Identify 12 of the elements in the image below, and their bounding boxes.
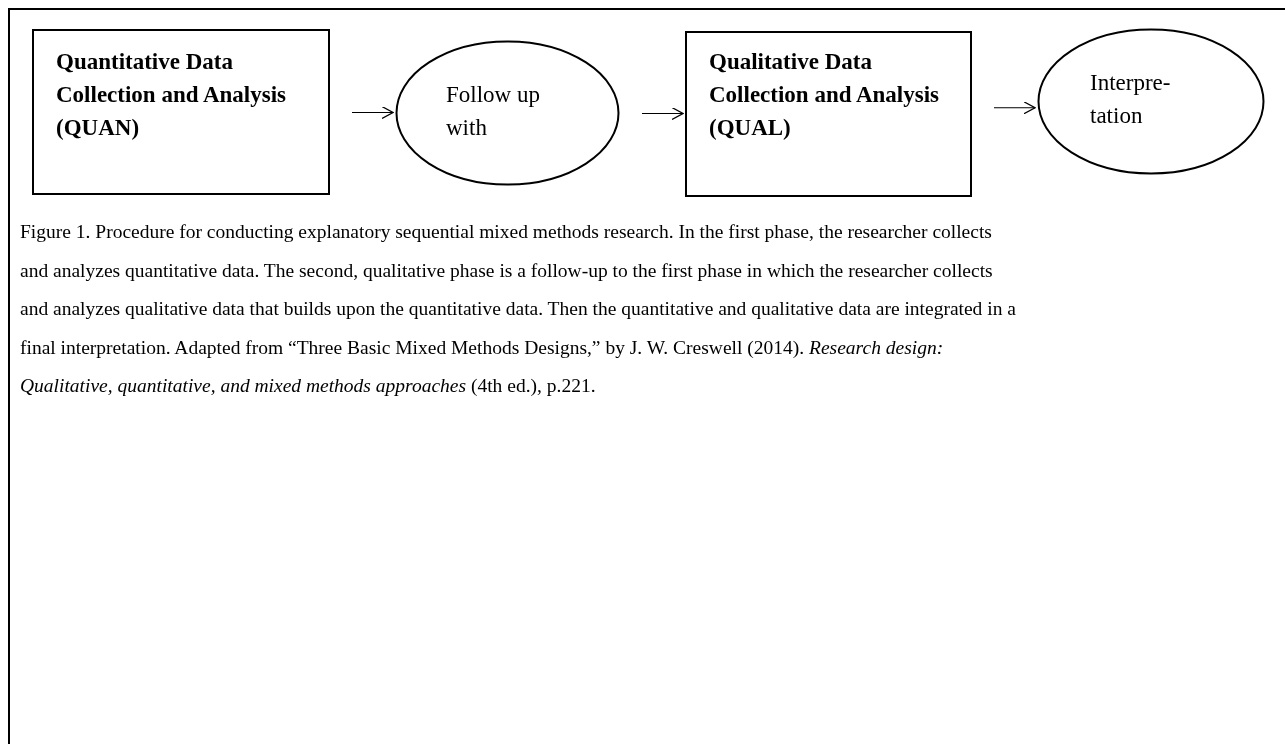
node-label: Follow up with [446,81,541,142]
arrow [993,101,1036,115]
node-label: Interpre- tation [1090,69,1172,130]
process-ellipse [395,40,620,186]
process-ellipse [1037,28,1265,175]
process-box [32,29,330,195]
arrow [641,106,684,121]
process-box [685,31,972,197]
node-label: Quantitative Data Collection and Analysis (QUAN) [56,48,288,142]
figure-caption: Figure 1. Procedure for conducting explanatory sequential mixed methods research. In the first phase, the researcher collects and analyzes quantitative data. The second, qualitative phase is a follow-up to the first phase in which the researcher collects and analyzes qualitative data that builds upon the quantitative data. Then the quantitative and qualitative data are integrated in a final interpretation. Adapted from “Three Basic Mixed Methods Designs,” by J. W. Creswell (2014). Research design: Qualitative, quantitative, and mixed methods approaches (4th ed.), p.221. [20,220,1017,398]
node-label: Qualitative Data Collection and Analysis (QUAL) [709,48,941,142]
arrow [351,105,394,120]
